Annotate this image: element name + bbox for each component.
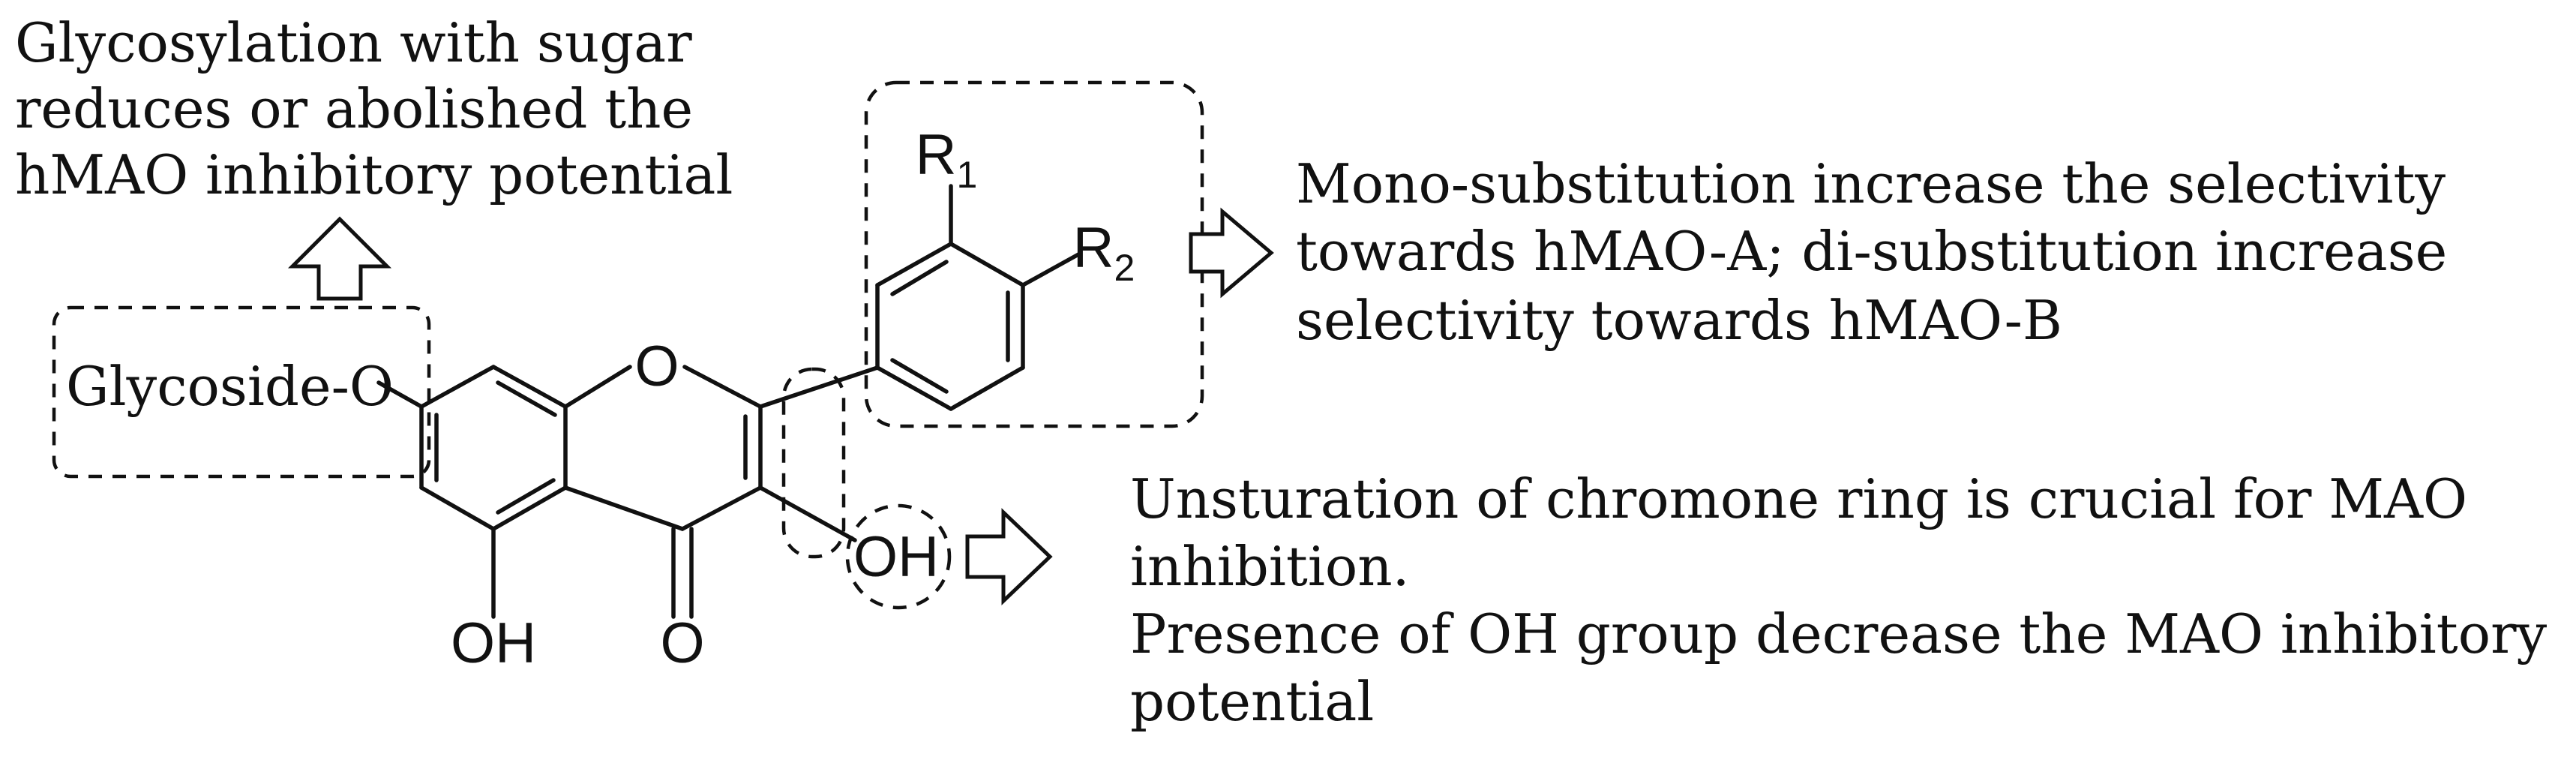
glycoside-highlight-box bbox=[52, 305, 431, 479]
chromone-note-line-1: Unsturation of chromone ring is crucial … bbox=[1130, 467, 2467, 530]
substitution-note: Mono-substitution increase the selectivi… bbox=[1296, 152, 2464, 352]
r1-label: R1 bbox=[916, 123, 978, 196]
carbonyl-oxygen-label: O bbox=[660, 611, 704, 675]
hydroxyl-highlight-circle bbox=[845, 503, 952, 610]
up-arrow-icon bbox=[287, 216, 392, 301]
r2-subscript: 2 bbox=[1114, 247, 1135, 289]
substitution-note-line-3: selectivity towards hMAO-B bbox=[1296, 289, 2062, 352]
chromone-note: Unsturation of chromone ring is crucial … bbox=[1130, 467, 2564, 733]
r1-letter: R bbox=[916, 123, 957, 187]
substitution-note-line-1: Mono-substitution increase the selectivi… bbox=[1296, 152, 2446, 215]
hydroxyl-3-label: OH bbox=[853, 525, 939, 589]
glycosylation-note-line-1: Glycosylation with sugar bbox=[15, 11, 692, 74]
double-bond-highlight-box bbox=[781, 367, 846, 559]
glycosylation-note: Glycosylation with sugar reduces or abol… bbox=[15, 11, 733, 206]
glycoside-label: Glycoside-O bbox=[66, 355, 394, 418]
chromone-note-line-4: potential bbox=[1130, 670, 1374, 733]
right-arrow-icon-chromone bbox=[965, 508, 1053, 605]
ring-oxygen-label: O bbox=[634, 335, 679, 398]
r2-label: R2 bbox=[1073, 216, 1135, 289]
chromone-note-line-2: inhibition. bbox=[1130, 535, 1409, 598]
glycosylation-note-line-3: hMAO inhibitory potential bbox=[15, 143, 733, 206]
r1-subscript: 1 bbox=[957, 154, 978, 196]
r2-letter: R bbox=[1073, 216, 1114, 280]
glycosylation-note-line-2: reduces or abolished the bbox=[15, 77, 693, 140]
right-arrow-icon-substitution bbox=[1189, 207, 1274, 299]
hydroxyl-5-label: OH bbox=[451, 611, 536, 675]
substitution-note-line-2: towards hMAO-A; di-substitution increase bbox=[1296, 220, 2447, 283]
flavonoid-skeleton bbox=[376, 184, 1082, 619]
chromone-note-line-3: Presence of OH group decrease the MAO in… bbox=[1130, 602, 2547, 665]
